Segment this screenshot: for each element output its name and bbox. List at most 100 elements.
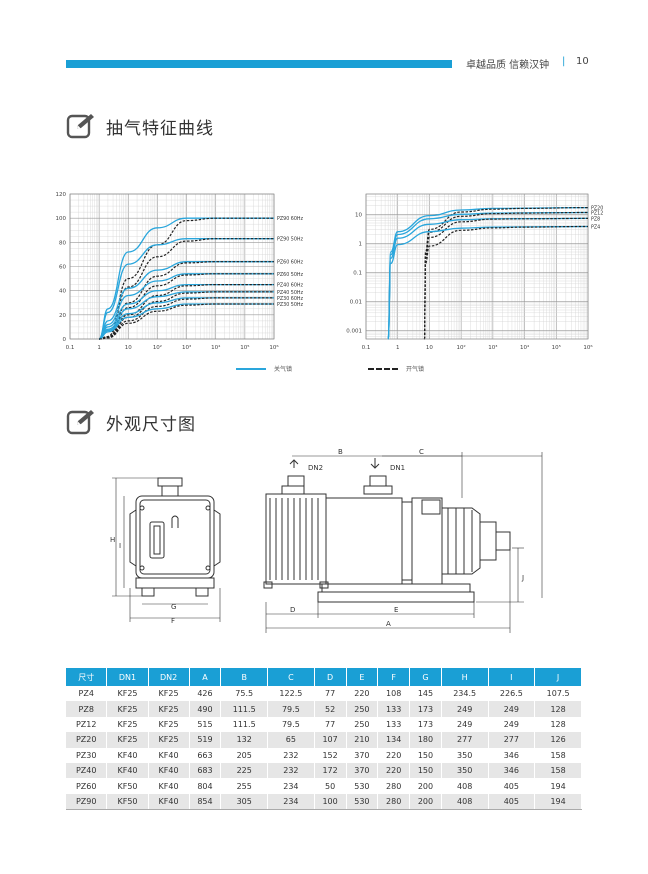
table-cell: 173 (409, 716, 442, 733)
chart-y-tick-label: 0.001 (346, 328, 362, 334)
table-cell: 126 (534, 732, 582, 748)
table-cell: 280 (377, 778, 411, 794)
table-cell: 194 (534, 778, 582, 794)
chart-curve-label: PZ60 50Hz (277, 272, 304, 278)
chart-series-open-line (99, 303, 274, 340)
table-header-cell: I (488, 668, 536, 686)
table-cell: KF40 (148, 793, 190, 810)
chart-y-tick-label: 60 (59, 265, 66, 271)
table-cell: 234 (267, 793, 315, 810)
table-cell: 530 (346, 793, 379, 810)
table-cell: PZ40 (66, 762, 108, 779)
chart-curve-label: PZ30 60Hz (277, 296, 304, 302)
chart-series-open-line (423, 225, 589, 340)
table-cell: KF25 (106, 716, 149, 733)
table-cell: 226.5 (488, 686, 536, 702)
legend-closed-label: 关气镇 (274, 366, 293, 373)
dimensions-section-title: 外观尺寸图 (66, 408, 196, 436)
dimensions-title: 外观尺寸图 (106, 414, 196, 435)
dim-label-a: A (386, 620, 391, 628)
table-cell: 370 (346, 762, 379, 779)
chart-curve-label: PZ30 50Hz (277, 302, 304, 308)
table-cell: 173 (409, 701, 442, 717)
table-cell: 490 (189, 701, 222, 717)
edit-icon (66, 410, 94, 435)
chart-curve-label: PZ4 (591, 224, 600, 230)
table-cell: 220 (377, 762, 411, 779)
table-cell: 100 (314, 793, 347, 810)
table-cell: 280 (377, 793, 411, 810)
chart-y-tick-label: 1 (359, 241, 363, 247)
table-cell: 50 (314, 778, 347, 794)
table-cell: 346 (488, 747, 536, 763)
table-cell: 111.5 (220, 716, 269, 733)
dim-label-j: J (521, 574, 524, 582)
dim-label-f: F (171, 617, 175, 625)
chart-curve-label: PZ90 50Hz (277, 237, 304, 243)
table-header-cell: DN1 (106, 668, 149, 686)
table-cell: 128 (534, 701, 582, 717)
table-cell: KF40 (106, 747, 149, 763)
table-cell: 111.5 (220, 701, 269, 717)
chart-y-tick-label: 40 (59, 289, 66, 295)
curves-title: 抽气特征曲线 (106, 118, 214, 139)
chart-x-tick-label: 10² (153, 344, 162, 351)
table-cell: KF25 (106, 701, 149, 717)
legend-open-swatch (368, 367, 398, 370)
table-cell: KF25 (148, 732, 190, 748)
header-slogan: 卓越品质 信赖汉钟 (466, 60, 550, 71)
page-number: 10 (576, 56, 589, 67)
chart-x-tick-label: 1 (97, 345, 101, 351)
table-cell: 305 (220, 793, 269, 810)
dim-label-d: D (290, 606, 295, 614)
legend-open-label: 开气镇 (406, 366, 425, 373)
dim-label-h: H (110, 536, 115, 544)
table-cell: PZ8 (66, 701, 108, 717)
table-cell: KF40 (106, 762, 149, 779)
chart-y-tick-label: 0 (63, 337, 67, 343)
chart-x-tick-label: 10⁵ (240, 344, 249, 351)
header-separator: | (562, 56, 566, 67)
table-cell: 145 (409, 686, 442, 702)
table-cell: PZ4 (66, 686, 108, 702)
table-cell: 249 (441, 701, 489, 717)
table-header-cell: H (441, 668, 489, 686)
table-cell: 134 (377, 732, 411, 748)
chart-curve-label: PZ40 60Hz (277, 283, 304, 289)
chart-y-tick-label: 0.1 (353, 270, 362, 276)
chart-series-closed-line (98, 261, 274, 340)
chart-series-open-line (423, 217, 589, 340)
chart-y-tick-label: 0.01 (350, 299, 362, 305)
table-cell: 52 (314, 701, 347, 717)
chart-curve-label: PZ8 (591, 216, 600, 222)
chart-x-tick-label: 10³ (488, 344, 497, 351)
chart-curve-label: PZ90 60Hz (277, 216, 304, 222)
chart-curve-label: PZ60 60Hz (277, 260, 304, 266)
table-cell: 804 (189, 778, 222, 794)
table-cell: 426 (189, 686, 222, 702)
chart-plot-frame (69, 193, 275, 340)
table-cell: 225 (220, 762, 269, 779)
table-cell: PZ60 (66, 778, 108, 794)
chart-y-tick-label: 100 (56, 216, 67, 222)
chart-x-tick-label: 10 (125, 345, 132, 351)
chart-x-tick-label: 1 (396, 345, 400, 351)
table-cell: 519 (189, 732, 222, 748)
table-cell: KF25 (148, 686, 190, 702)
table-cell: 152 (314, 747, 347, 763)
table-cell: 370 (346, 747, 379, 763)
table-cell: 65 (267, 732, 315, 748)
table-cell: 107.5 (534, 686, 582, 702)
dim-label-e: E (394, 606, 398, 614)
table-header-cell: G (409, 668, 442, 686)
table-header-cell: C (267, 668, 315, 686)
chart-y-tick-label: 80 (59, 240, 66, 246)
chart-series-open-line (423, 207, 589, 340)
table-header-cell: J (534, 668, 582, 686)
chart-y-tick-label: 10 (355, 212, 362, 218)
chart-x-tick-label: 10³ (182, 344, 191, 351)
